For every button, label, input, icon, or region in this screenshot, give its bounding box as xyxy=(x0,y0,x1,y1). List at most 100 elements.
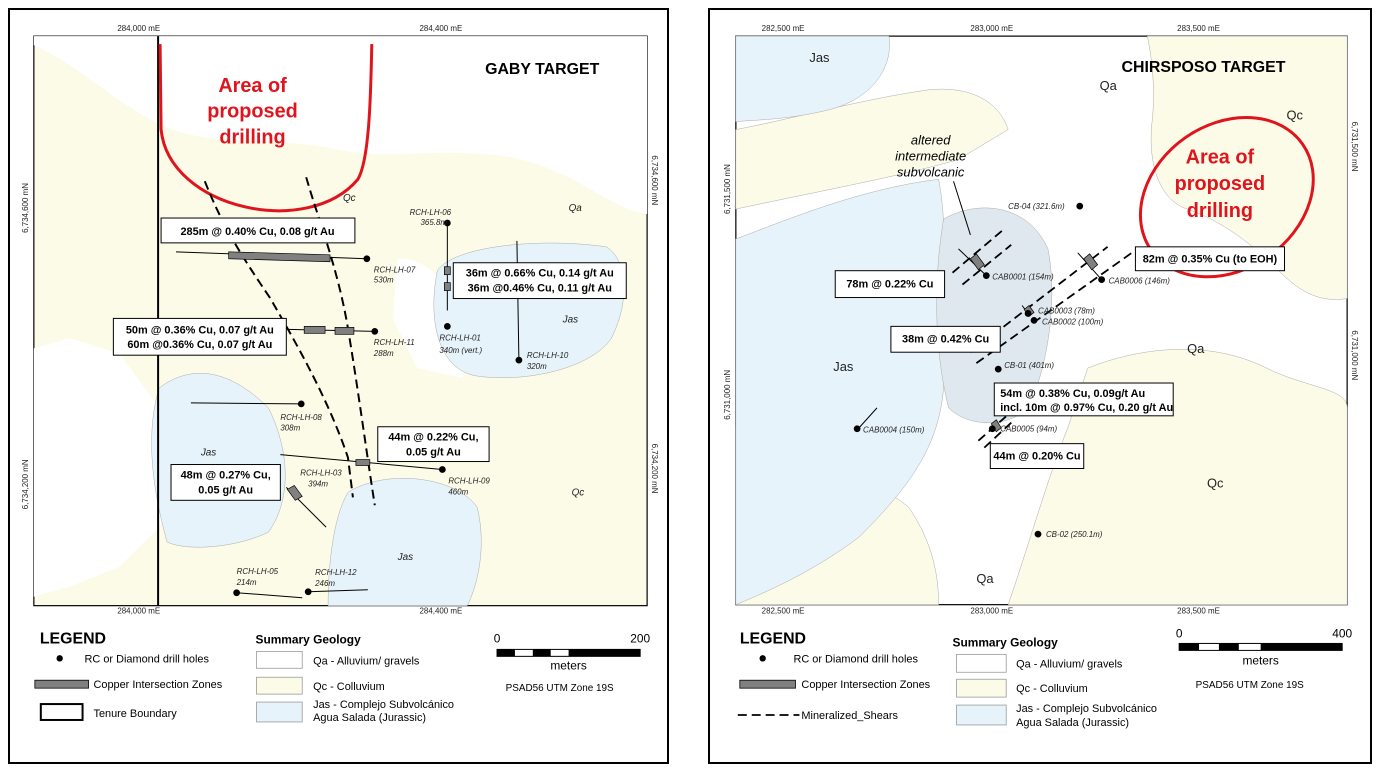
chirsposo-jas-area-north xyxy=(735,35,890,122)
gaby-intercept-box-1: 285m @ 0.40% Cu, 0.08 g/t Au xyxy=(160,217,356,244)
chirsposo-intercept-box-4: 54m @ 0.38% Cu, 0.09g/t Au incl. 10m @ 0… xyxy=(993,382,1174,417)
chirsposo-geology-swatch-jas xyxy=(956,704,1007,726)
gaby-legend-title: LEGEND xyxy=(40,630,106,647)
chirsposo-legend-item-shears: Mineralized_Shears xyxy=(801,710,898,722)
chirsposo-hole-cb01: CB-01 (401m) xyxy=(1004,361,1054,370)
chirsposo-unit-jas-1: Jas xyxy=(809,50,829,65)
gaby-collar-lh01 xyxy=(443,322,451,330)
chirsposo-hole-cab0005: CAB0005 (94m) xyxy=(1000,425,1057,434)
chirsposo-intercept-3-line-1: 38m @ 0.42% Cu xyxy=(902,333,989,345)
gaby-map-title: GABY TARGET xyxy=(485,61,599,78)
gaby-collar-lh10 xyxy=(515,356,523,364)
gaby-projection: PSAD56 UTM Zone 19S xyxy=(506,683,614,694)
gaby-jas-area-south xyxy=(327,478,482,606)
gaby-hole-lh08-depth: 308m xyxy=(280,424,300,433)
chirsposo-grid-left-n1: 6,731,500 mN xyxy=(723,164,732,214)
gaby-intercept-4-line-2: 0.05 g/t Au xyxy=(406,447,461,459)
gaby-hole-lh03-depth: 394m xyxy=(308,479,328,488)
gaby-geology-swatch-jas xyxy=(256,701,303,723)
gaby-grid-bot-e1: 284,000 mE xyxy=(117,607,160,616)
gaby-scale-max: 200 xyxy=(630,631,650,645)
gaby-unit-qc-2: Qc xyxy=(572,487,585,498)
gaby-collar-lh09 xyxy=(438,466,446,473)
gaby-hole-lh09-depth: 460m xyxy=(448,487,468,496)
chirsposo-legend-zone-symbol xyxy=(739,679,796,689)
gaby-qa-area-north xyxy=(33,36,648,215)
gaby-hole-lh03-id: RCH-LH-03 xyxy=(300,468,342,477)
chirsposo-annotation-leader xyxy=(953,181,971,236)
gaby-trace-lh05 xyxy=(236,592,303,599)
chirsposo-map-panel: 282,500 mE 283,000 mE 283,500 mE 282,500… xyxy=(708,8,1372,764)
gaby-intercept-box-2: 36m @ 0.66% Cu, 0.14 g/t Au 36m @0.46% C… xyxy=(452,262,627,300)
chirsposo-shear-1a xyxy=(951,228,1005,274)
chirsposo-intercept-4-line-1: 54m @ 0.38% Cu, 0.09g/t Au xyxy=(1000,388,1145,400)
chirsposo-grid-right-n1: 6,731,500 mN xyxy=(1350,122,1359,172)
gaby-hole-lh05-depth: 214m xyxy=(236,578,257,587)
gaby-scale-bar xyxy=(496,648,641,657)
chirsposo-grid-top-e3: 283,500 mE xyxy=(1177,24,1220,33)
gaby-trace-lh12 xyxy=(308,589,368,593)
chirsposo-hole-cab0001: CAB0001 (154m) xyxy=(992,273,1054,282)
gaby-unit-jas-2: Jas xyxy=(200,448,216,459)
gaby-legend-item-boundary: Tenure Boundary xyxy=(93,708,177,720)
chirsposo-grid-bot-e2: 283,000 mE xyxy=(970,607,1013,616)
chirsposo-geology-qc: Qc - Colluvium xyxy=(1016,683,1088,695)
gaby-collar-lh05 xyxy=(233,589,240,597)
chirsposo-unit-qc-2: Qc xyxy=(1207,475,1224,490)
gaby-unit-qa: Qa xyxy=(569,203,583,214)
chirsposo-map-svg: 282,500 mE 283,000 mE 283,500 mE 282,500… xyxy=(723,24,1359,729)
gaby-hole-lh12-depth: 246m xyxy=(314,579,335,588)
chirsposo-shear-3b xyxy=(983,421,1013,449)
gaby-hole-lh08-id: RCH-LH-08 xyxy=(280,413,322,422)
gaby-cu-zone-lh06-a xyxy=(444,266,451,276)
chirsposo-hole-cab0003: CAB0003 (78m) xyxy=(1038,306,1095,315)
gaby-trace-lh08 xyxy=(190,402,302,405)
gaby-proposed-drilling-outline xyxy=(158,44,374,213)
gaby-collar-lh12 xyxy=(304,588,312,596)
chirsposo-grid-top-e1: 282,500 mE xyxy=(762,24,805,33)
chirsposo-hole-cab0006: CAB0006 (146m) xyxy=(1109,277,1171,286)
chirsposo-collar-cab0004 xyxy=(853,425,861,433)
gaby-grid-right-n1: 6,734,600 mN xyxy=(650,155,659,205)
chirsposo-hole-cab0004: CAB0004 (150m) xyxy=(863,426,925,435)
chirsposo-annotation-line-1: altered xyxy=(911,132,951,147)
chirsposo-intercept-box-1: 78m @ 0.22% Cu xyxy=(834,270,946,299)
chirsposo-geology-jas-1: Jas - Complejo Subvolcánico xyxy=(1016,703,1157,715)
gaby-qa-area-west xyxy=(33,338,184,597)
gaby-intercept-3-line-2: 60m @0.36% Cu, 0.07 g/t Au xyxy=(127,339,272,351)
chirsposo-qc-area-northeast xyxy=(1147,35,1348,300)
chirsposo-intercept-box-5: 44m @ 0.20% Cu xyxy=(989,443,1085,469)
chirsposo-trace-cab0004 xyxy=(858,407,878,429)
gaby-intercept-2-line-1: 36m @ 0.66% Cu, 0.14 g/t Au xyxy=(466,268,614,280)
gaby-cu-zone-lh11-b xyxy=(334,327,355,335)
chirsposo-hole-cb02: CB-02 (250.1m) xyxy=(1046,530,1103,539)
chirsposo-intercept-4-line-2: incl. 10m @ 0.97% Cu, 0.20 g/t Au xyxy=(1000,402,1173,414)
gaby-hole-lh10-depth: 320m xyxy=(527,362,547,371)
chirsposo-annotation-line-2: intermediate xyxy=(895,148,966,163)
chirsposo-intercept-box-3: 38m @ 0.42% Cu xyxy=(890,325,1001,353)
chirsposo-geology-title: Summary Geology xyxy=(953,635,1059,649)
gaby-collar-lh07 xyxy=(363,255,371,263)
gaby-grid-top-e2: 284,400 mE xyxy=(420,24,463,33)
gaby-hole-lh06-id: RCH-LH-06 xyxy=(410,208,452,217)
gaby-map-svg: 284,000 mE 284,400 mE 284,000 mE 284,400… xyxy=(21,24,659,724)
gaby-intercept-1-line-1: 285m @ 0.40% Cu, 0.08 g/t Au xyxy=(180,226,334,238)
gaby-hole-lh01-id: RCH-LH-01 xyxy=(439,333,480,342)
chirsposo-intercept-1-line-1: 78m @ 0.22% Cu xyxy=(846,279,933,291)
chirsposo-proposed-line-1: Area of xyxy=(1186,146,1255,168)
gaby-hole-lh05-id: RCH-LH-05 xyxy=(237,567,279,576)
chirsposo-hole-cb04: CB-04 (321.6m) xyxy=(1008,202,1065,211)
chirsposo-legend-item-zones: Copper Intersection Zones xyxy=(801,679,930,691)
chirsposo-collar-cb04 xyxy=(1076,202,1084,210)
chirsposo-cu-zone-cab0001 xyxy=(969,253,985,271)
gaby-collar-lh06 xyxy=(443,219,451,227)
gaby-cu-zone-lh03 xyxy=(286,484,303,501)
gaby-unit-jas-3: Jas xyxy=(397,552,413,563)
gaby-hole-lh10-id: RCH-LH-10 xyxy=(527,351,569,360)
chirsposo-legend-item-holes: RC or Diamond drill holes xyxy=(793,653,918,665)
gaby-scale-min: 0 xyxy=(494,631,501,645)
chirsposo-intercept-2-line-1: 82m @ 0.35% Cu (to EOH) xyxy=(1143,254,1278,266)
gaby-jas-area-southwest xyxy=(151,373,286,548)
gaby-geology-qa: Qa - Alluvium/ gravels xyxy=(313,655,420,667)
chirsposo-annotation-line-3: subvolcanic xyxy=(897,164,965,179)
